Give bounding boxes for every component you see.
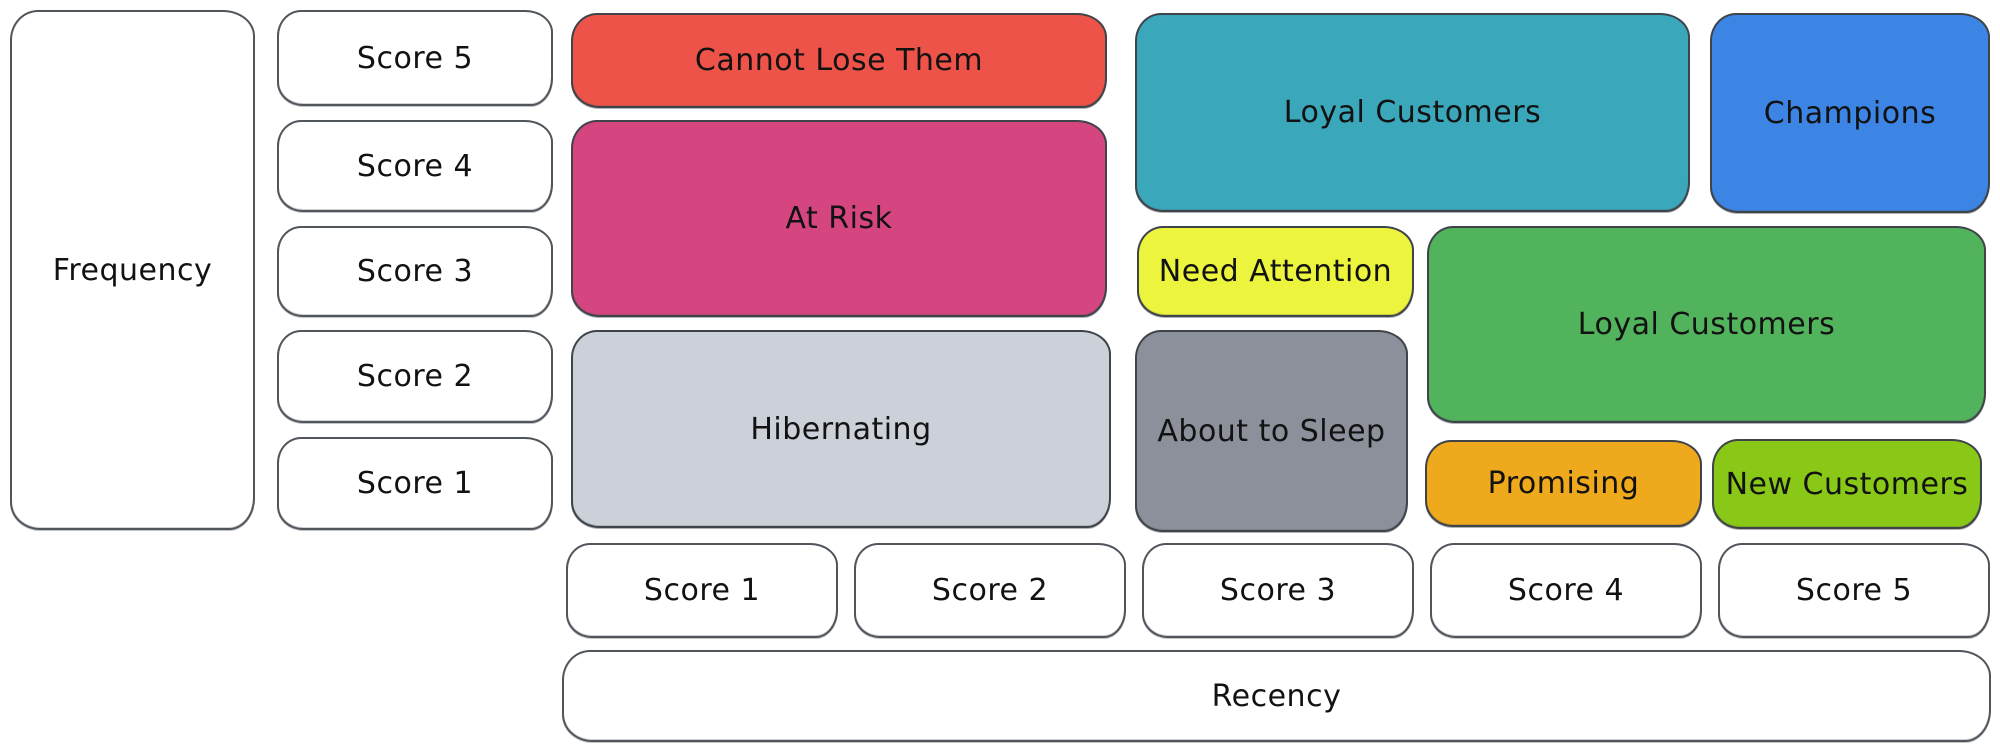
frequency-score-3: Score 3 — [277, 226, 553, 317]
frequency-score-2: Score 2 — [277, 330, 553, 423]
segment-need-attention: Need Attention — [1137, 226, 1414, 317]
recency-score-4: Score 4 — [1430, 543, 1702, 638]
segment-at-risk: At Risk — [571, 120, 1107, 317]
segment-hibernating: Hibernating — [571, 330, 1111, 528]
recency-score-3: Score 3 — [1142, 543, 1414, 638]
frequency-axis-label: Frequency — [10, 10, 255, 530]
recency-axis-label: Recency — [562, 650, 1991, 742]
segment-promising: Promising — [1425, 440, 1702, 527]
segment-new-customers: New Customers — [1712, 439, 1982, 529]
segment-loyal-customers-top: Loyal Customers — [1135, 13, 1690, 212]
recency-score-2: Score 2 — [854, 543, 1126, 638]
segment-champions: Champions — [1710, 13, 1990, 213]
segment-loyal-customers-right: Loyal Customers — [1427, 226, 1986, 423]
frequency-score-1: Score 1 — [277, 437, 553, 530]
frequency-score-5: Score 5 — [277, 10, 553, 106]
segment-about-to-sleep: About to Sleep — [1135, 330, 1408, 532]
recency-score-5: Score 5 — [1718, 543, 1990, 638]
segment-cannot-lose-them: Cannot Lose Them — [571, 13, 1107, 108]
frequency-score-4: Score 4 — [277, 120, 553, 212]
recency-score-1: Score 1 — [566, 543, 838, 638]
